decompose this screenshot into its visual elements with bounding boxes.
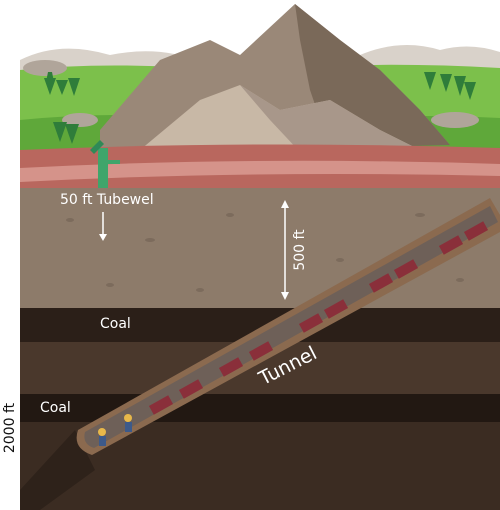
depth-500ft-label: 500 ft — [292, 229, 308, 271]
depth-arrow-500ft — [281, 200, 289, 300]
hand-pump-icon — [90, 140, 120, 188]
rock-mid — [62, 113, 98, 127]
rock-left — [23, 60, 67, 76]
topsoil-light — [20, 160, 500, 182]
rock-right — [431, 112, 479, 128]
miner-icon — [98, 414, 132, 446]
coal-seam-lower — [20, 394, 500, 422]
mine-cart-icon — [148, 221, 489, 415]
coal-lower-label: Coal — [40, 400, 71, 416]
soil-specks — [66, 213, 464, 292]
depth-arrow-50ft — [99, 212, 107, 241]
tubewell-depth-label: 50 ft Tubewel — [60, 192, 154, 208]
mountain-front-shade — [240, 85, 420, 152]
coal-upper-label: Coal — [100, 316, 131, 332]
depth-2000ft-label: 2000 ft — [2, 402, 18, 454]
pine-tree-icon — [44, 72, 476, 144]
tunnel-shadow — [20, 430, 95, 510]
